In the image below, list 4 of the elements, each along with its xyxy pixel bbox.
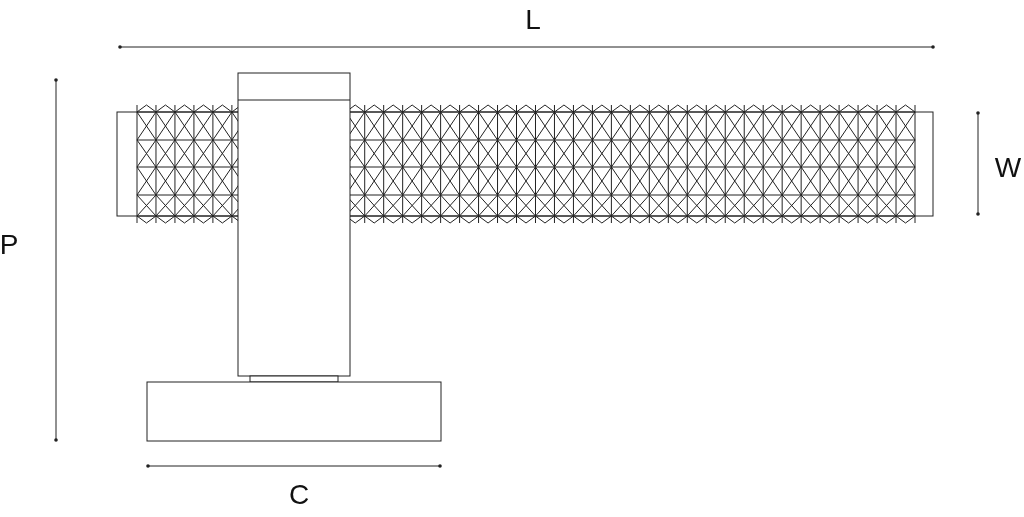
dimension-label: W (994, 154, 1022, 182)
dimension-label: P (0, 231, 19, 259)
dimension-label: C (288, 481, 310, 509)
dimension-label: L (525, 6, 541, 34)
